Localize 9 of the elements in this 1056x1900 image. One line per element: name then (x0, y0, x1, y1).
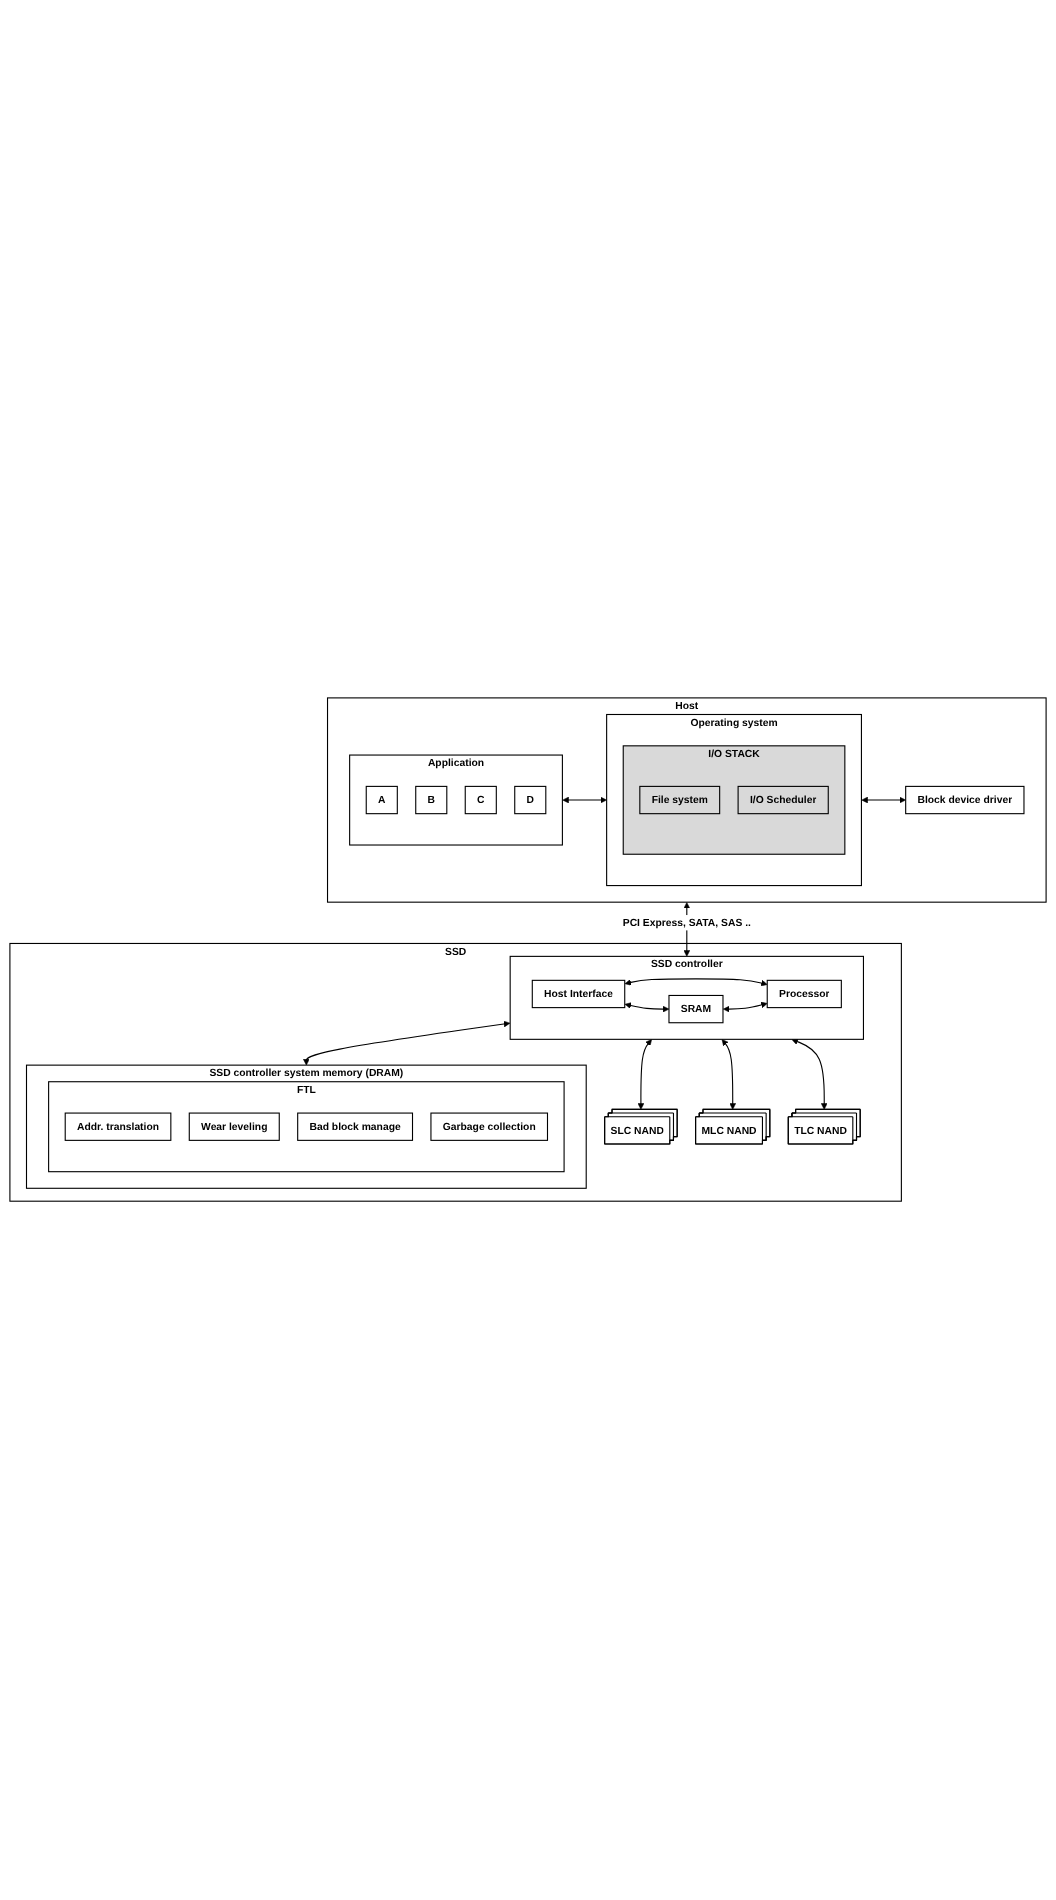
arrow (303, 1021, 511, 1066)
arrow (624, 1002, 670, 1013)
arrow (791, 1039, 828, 1111)
arrow (637, 1039, 652, 1111)
arrow (861, 797, 906, 804)
arrow (723, 1002, 768, 1013)
arrow (721, 1039, 736, 1111)
arrow (624, 978, 768, 987)
arrow (562, 797, 607, 804)
